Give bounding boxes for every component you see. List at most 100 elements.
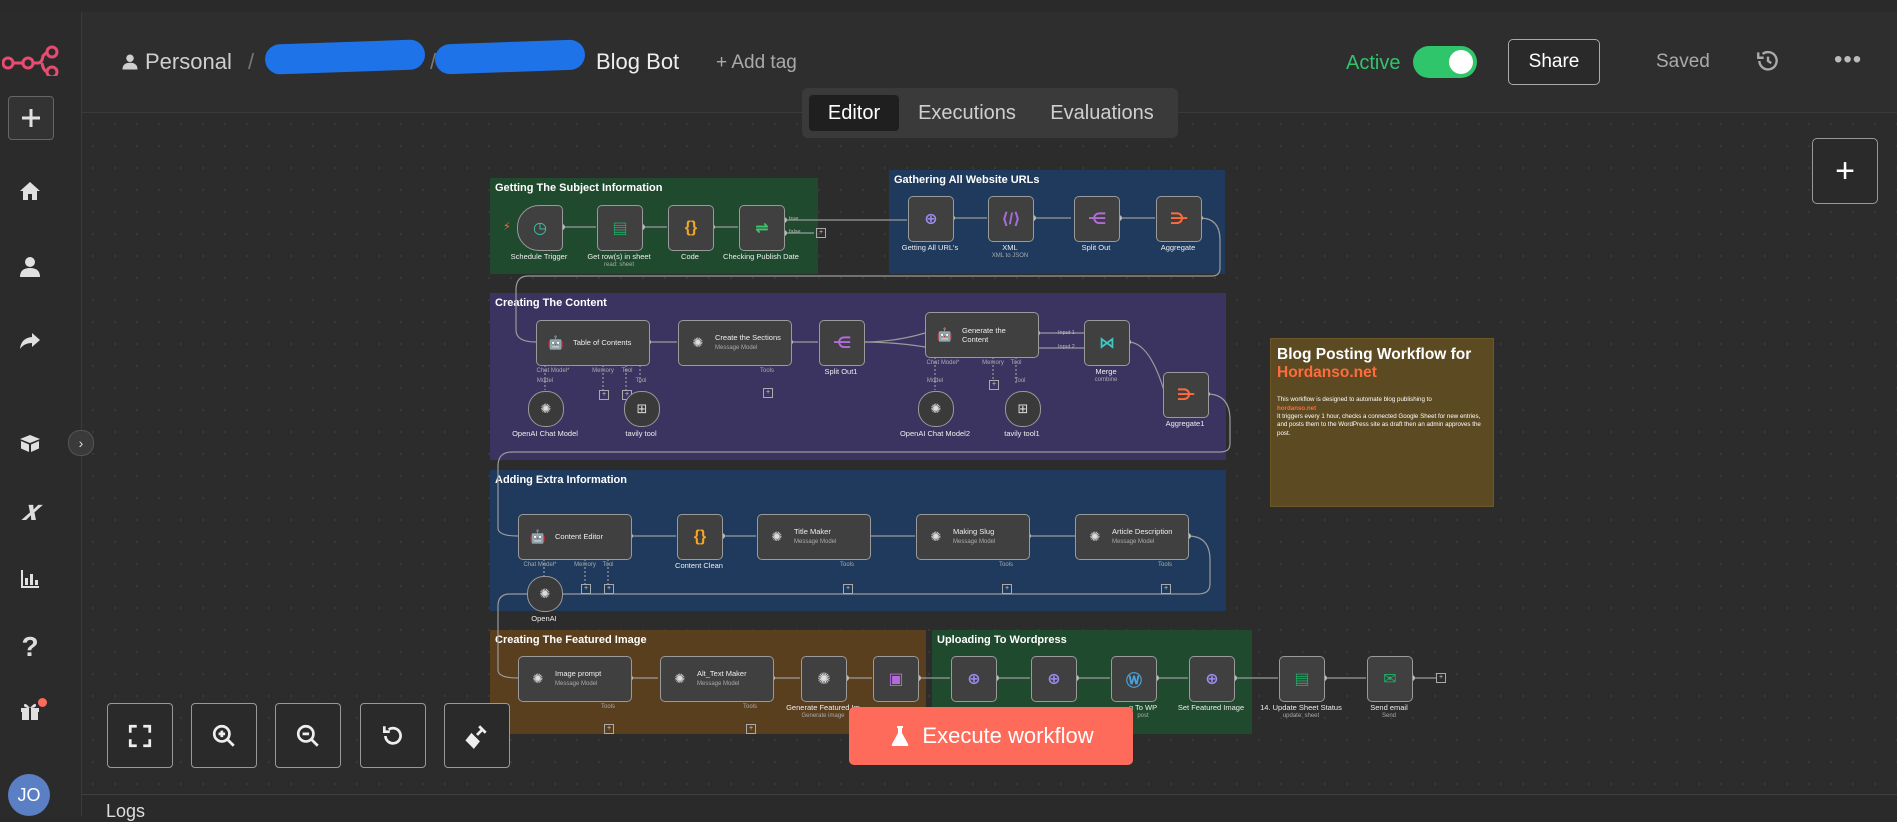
active-toggle[interactable] bbox=[1413, 46, 1477, 78]
fit-view-button[interactable] bbox=[107, 703, 173, 768]
share-button[interactable]: Share bbox=[1508, 39, 1600, 85]
globe-icon: ⊕ bbox=[967, 671, 981, 688]
node-label: Aggregate bbox=[1160, 243, 1196, 252]
add-memory-button[interactable]: + bbox=[989, 380, 999, 390]
node-content-clean[interactable]: {} bbox=[677, 514, 723, 560]
zoom-in-button[interactable] bbox=[191, 703, 257, 768]
n8n-logo-icon[interactable] bbox=[2, 44, 60, 76]
node-schedule-trigger[interactable]: ◷ bbox=[517, 205, 563, 251]
add-tag-button[interactable]: + Add tag bbox=[716, 52, 797, 73]
sticky-note[interactable]: Blog Posting Workflow for Hordanso.net T… bbox=[1270, 338, 1494, 507]
chart-icon bbox=[21, 570, 39, 588]
tidy-up-button[interactable] bbox=[444, 703, 510, 768]
create-button[interactable] bbox=[8, 96, 54, 140]
add-connection-button[interactable]: + bbox=[816, 228, 826, 238]
node-label: OpenAI Chat Model2 bbox=[899, 429, 971, 438]
node-generate-featured-image[interactable]: ✺ bbox=[801, 656, 847, 702]
node-table-of-contents[interactable]: 🤖 Table of Contents bbox=[536, 320, 650, 366]
globe-icon: ⊕ bbox=[1047, 671, 1061, 688]
node-http-request-2[interactable]: ⊕ bbox=[1031, 656, 1077, 702]
trigger-bolt-icon: ⚡ bbox=[503, 221, 511, 233]
execute-workflow-button[interactable]: Execute workflow bbox=[849, 707, 1133, 765]
history-icon[interactable] bbox=[1755, 48, 1781, 74]
collapse-sidebar-button[interactable]: › bbox=[68, 430, 94, 456]
node-aggregate[interactable]: ⋺ bbox=[1156, 196, 1202, 242]
node-xml[interactable]: ⟨/⟩ bbox=[988, 196, 1034, 242]
node-tavily-tool[interactable]: ⊞ bbox=[624, 391, 660, 427]
shared-button[interactable] bbox=[8, 320, 52, 362]
node-label: Generate Featured Im bbox=[786, 703, 860, 712]
wordpress-icon: Ⓦ bbox=[1125, 673, 1142, 690]
add-tool-button[interactable]: + bbox=[1002, 584, 1012, 594]
merge-icon: ⋈ bbox=[1099, 335, 1115, 352]
connector-label: Memory bbox=[982, 360, 1004, 366]
reset-zoom-button[interactable] bbox=[360, 703, 426, 768]
add-node-end-button[interactable]: + bbox=[1436, 673, 1446, 683]
notification-dot bbox=[38, 698, 47, 707]
redacted-folder bbox=[434, 39, 586, 75]
add-tool-button[interactable]: + bbox=[763, 388, 773, 398]
connector-label: Chat Model* bbox=[926, 360, 960, 366]
connector-label: Tools bbox=[742, 704, 758, 710]
variables-button[interactable]: 𝒙 bbox=[8, 490, 52, 532]
node-generate-content[interactable]: 🤖 Generate the Content bbox=[925, 312, 1039, 358]
add-tool-button[interactable]: + bbox=[604, 724, 614, 734]
node-code[interactable]: {} bbox=[668, 205, 714, 251]
node-label: Getting All URL's bbox=[901, 243, 959, 252]
add-tool-button[interactable]: + bbox=[843, 584, 853, 594]
node-edit-image[interactable]: ▣ bbox=[873, 656, 919, 702]
logs-panel[interactable]: Logs bbox=[82, 794, 1897, 821]
node-content-editor[interactable]: 🤖 Content Editor bbox=[518, 514, 632, 560]
node-send-email[interactable]: ✉ bbox=[1367, 656, 1413, 702]
whats-new-button[interactable] bbox=[8, 690, 52, 732]
help-button[interactable]: ? bbox=[8, 626, 52, 668]
node-label: Aggregate1 bbox=[1165, 419, 1205, 428]
zoom-out-button[interactable] bbox=[275, 703, 341, 768]
node-set-featured-image[interactable]: ⊕ bbox=[1189, 656, 1235, 702]
node-checking-publish-date[interactable]: ⇌ bbox=[739, 205, 785, 251]
node-split-out1[interactable]: ⋲ bbox=[819, 320, 865, 366]
node-label: OpenAI bbox=[531, 614, 557, 623]
add-node-button[interactable]: + bbox=[1812, 138, 1878, 204]
tab-editor[interactable]: Editor bbox=[809, 95, 899, 131]
workflow-name[interactable]: Blog Bot bbox=[596, 49, 680, 74]
tab-evaluations[interactable]: Evaluations bbox=[1050, 101, 1154, 124]
avatar[interactable]: JO bbox=[8, 774, 50, 816]
node-get-rows[interactable]: ▤ bbox=[597, 205, 643, 251]
branch-true-label: true bbox=[789, 216, 799, 222]
node-aggregate1[interactable]: ⋺ bbox=[1163, 372, 1209, 418]
group-title: Getting The Subject Information bbox=[495, 182, 663, 194]
node-openai-chat-model[interactable]: ✺ bbox=[528, 391, 564, 427]
personal-button[interactable] bbox=[8, 246, 52, 288]
templates-button[interactable] bbox=[8, 422, 52, 464]
breadcrumb-project[interactable]: Personal bbox=[145, 49, 232, 74]
node-openai[interactable]: ✺ bbox=[527, 576, 563, 612]
split-out-icon: ⋲ bbox=[832, 335, 852, 352]
add-tool-button[interactable]: + bbox=[746, 724, 756, 734]
add-memory-button[interactable]: + bbox=[581, 584, 591, 594]
add-memory-button[interactable]: + bbox=[599, 390, 609, 400]
insights-button[interactable] bbox=[8, 558, 52, 600]
home-button[interactable] bbox=[8, 170, 52, 212]
add-tool-button[interactable]: + bbox=[1161, 584, 1171, 594]
node-http-request-1[interactable]: ⊕ bbox=[951, 656, 997, 702]
node-openai-chat-model2[interactable]: ✺ bbox=[918, 391, 954, 427]
node-split-out[interactable]: ⋲ bbox=[1074, 196, 1120, 242]
more-options-icon[interactable]: ••• bbox=[1834, 46, 1863, 73]
node-merge[interactable]: ⋈ bbox=[1084, 320, 1130, 366]
node-wordpress[interactable]: Ⓦ bbox=[1111, 656, 1157, 702]
node-update-sheet-status[interactable]: ▤ bbox=[1279, 656, 1325, 702]
openai-icon: ✺ bbox=[817, 671, 831, 688]
node-getting-urls[interactable]: ⊕ bbox=[908, 196, 954, 242]
node-tavily-tool1[interactable]: ⊞ bbox=[1005, 391, 1041, 427]
add-tool-button[interactable]: + bbox=[604, 584, 614, 594]
tab-executions[interactable]: Executions bbox=[918, 101, 1016, 124]
